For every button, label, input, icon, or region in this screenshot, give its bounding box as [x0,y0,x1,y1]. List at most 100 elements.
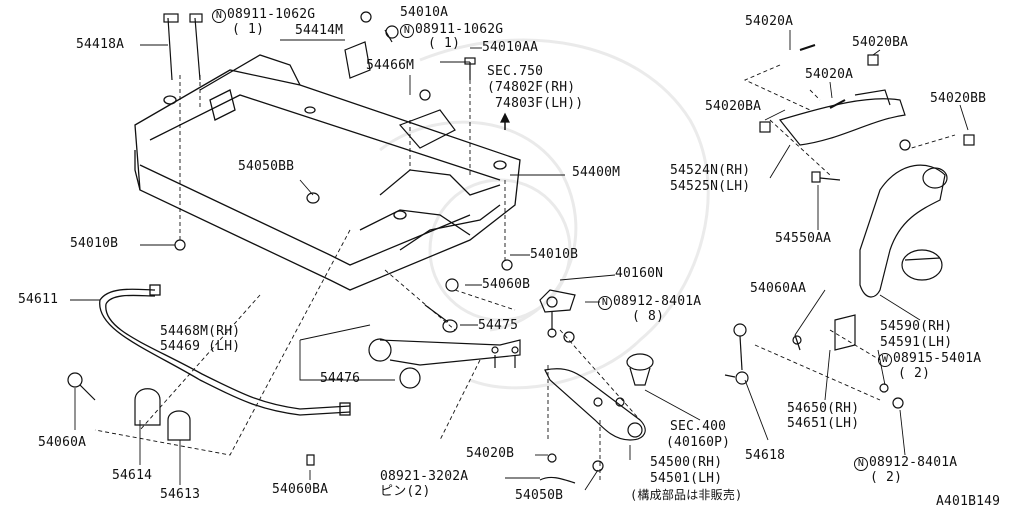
callout-54060A[interactable]: 54060A [38,435,87,450]
callout-54650[interactable]: 54650(RH) [787,401,860,416]
qty-08912-8401A: ( 8) [632,309,665,324]
lower-arm-54500 [544,368,646,441]
part-number: 08912-8401A [613,294,702,309]
crossmember-54400M [134,54,521,291]
part-suffix: M [406,58,415,73]
callout-54060AA[interactable]: 54060AA [750,281,807,296]
callout-54466M[interactable]: 54466M [366,59,414,73]
solid-leaders [70,30,969,491]
part-number: 08911-1062G [227,7,316,22]
bolt-54060AA [792,334,802,351]
callout-54010B-left[interactable]: 54010B [70,236,119,251]
nut-54020BB [963,134,975,146]
callout-54468M[interactable]: 54468M(RH) [160,324,241,339]
callout-54469: 54469 (LH) [160,339,241,354]
part-number: 08912-8401A [869,455,958,470]
callout-54614[interactable]: 54614 [112,468,153,483]
callout-54020A-mid[interactable]: 54020A [805,67,854,82]
nut-54060BA [306,454,315,466]
callout-08921-3202A[interactable]: 08921-3202A [380,469,469,484]
callout-54020BA-left[interactable]: 54020BA [705,99,762,114]
callout-54651: 54651(LH) [787,416,860,431]
nut-08912-8401A [563,331,575,343]
clamp-54614 [134,388,161,426]
ball-joint-40160N [539,289,576,338]
callout-54550AA[interactable]: 54550AA [775,231,832,246]
bracket-54466M [398,89,456,149]
part-number: 08911-1062G [415,22,504,37]
bolt-54020A-mid [829,99,846,109]
callout-54418A[interactable]: 54418A [76,37,125,52]
callout-54010A[interactable]: 54010A [400,5,449,20]
callout-54060BA[interactable]: 54060BA [272,482,329,497]
callout-54010B-right[interactable]: 54010B [530,247,579,262]
link-54468M [368,338,521,389]
sec750-line2: 74803F(LH)) [487,96,584,111]
nut-54010B-right [501,259,513,271]
nut-54020B [547,453,557,463]
n-mark-icon: N [854,457,868,471]
callout-54050B[interactable]: 54050B [515,488,564,503]
spindle-54590 [859,164,948,298]
callout-54613[interactable]: 54613 [160,487,201,502]
callout-54524N[interactable]: 54524N(RH) [670,163,751,178]
callout-54020BB[interactable]: 54020BB [930,91,987,106]
bracket-54650 [834,314,856,351]
callout-54500[interactable]: 54500(RH) [650,455,723,470]
qty-08912-8401A-right: ( 2) [870,470,903,485]
pin-08921-3202A [539,476,576,484]
callout-54020BA-top[interactable]: 54020BA [852,35,909,50]
n-mark-icon: N [212,9,226,23]
nut-08912-8401A-right [892,397,904,409]
callout-sec750[interactable]: SEC.750 [487,64,544,79]
nut-54050B [592,460,604,472]
callout-54618[interactable]: 54618 [745,448,786,463]
callout-sec400[interactable]: SEC.400 [670,419,727,434]
stabilizer-bar-54611 [99,284,351,416]
part-number: 08915-5401A [893,351,982,366]
nut-54020BA-top [867,54,879,66]
callout-54476[interactable]: 54476 [320,371,361,386]
arrow-sec750 [500,112,510,130]
callout-54611[interactable]: 54611 [18,292,59,307]
sec400-ref: (40160P) [666,435,731,450]
callout-54050BB[interactable]: 54050BB [238,159,295,174]
qty-08915-5401A: ( 2) [898,366,931,381]
callout-54475[interactable]: 54475 [478,318,519,333]
callout-40160N[interactable]: 40160N [615,266,664,281]
callout-54591: 54591(LH) [880,335,953,350]
sec750-line1: (74802F(RH) [487,80,576,95]
callout-54400M[interactable]: 54400M [572,165,621,180]
callout-54020A-top[interactable]: 54020A [745,14,794,29]
qty-08911-1062G: ( 1) [428,36,461,51]
bolt-54418A [163,13,203,81]
nut-54010B-left [174,239,186,251]
callout-54010AA[interactable]: 54010AA [482,40,539,55]
diagram-code: A401B149 [936,494,1001,509]
bolt-54010AA [464,57,476,80]
bushing-54060B [445,278,459,292]
callout-54060B[interactable]: 54060B [482,277,531,292]
nut-54020BA-left [759,121,771,133]
n-mark-icon: N [598,296,612,310]
bolt-54475 [424,304,458,333]
callout-54590[interactable]: 54590(RH) [880,319,953,334]
w-mark-icon: W [878,353,892,367]
upper-arm-54524N [778,89,911,151]
bushing-54613 [167,410,191,441]
callout-54020B[interactable]: 54020B [466,446,515,461]
watermark-logo [379,38,710,390]
callout-54501: 54501(LH) [650,471,723,486]
bushing-54050BB [306,192,320,204]
highlighted-part-number: 54466 [366,58,407,73]
callout-54414M[interactable]: 54414M [295,23,344,38]
ball-joint-sec400 [626,353,654,386]
washer-08915-5401A [879,383,889,393]
stabilizer-link-54618 [724,323,749,385]
